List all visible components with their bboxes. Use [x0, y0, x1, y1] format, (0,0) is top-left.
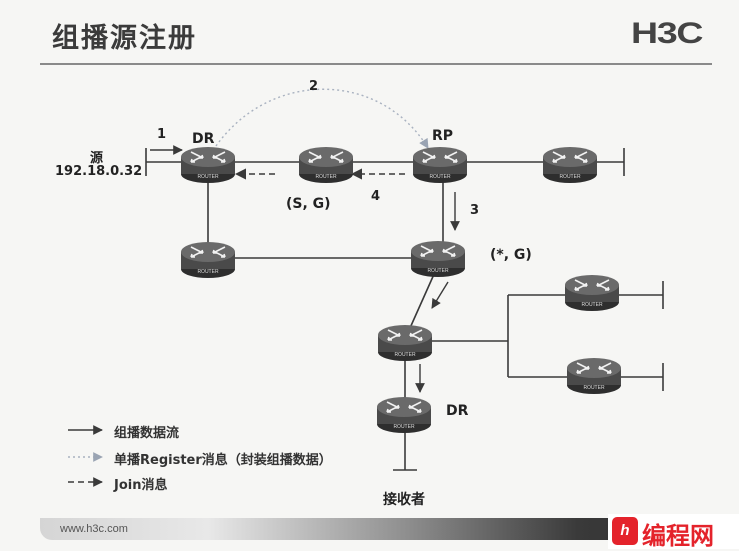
step-1-label: 1 [157, 127, 167, 142]
router-center [410, 240, 466, 278]
router-dr-source [180, 146, 236, 184]
flow-arrow-down-1 [431, 281, 449, 309]
slide-title: 组播源注册 [52, 23, 197, 54]
step-4-label: 4 [371, 189, 381, 204]
legend-register: 单播Register消息（封装组播数据） [114, 453, 332, 468]
watermark-logo-icon: h [612, 517, 638, 545]
router-branch [377, 324, 433, 362]
dr-receiver-label: DR [446, 403, 469, 419]
sg-label: (S, G) [286, 196, 331, 212]
register-path [215, 88, 429, 149]
source-ip: 192.18.0.32 [55, 164, 143, 179]
router-leaf-upper [564, 274, 620, 312]
step-2-label: 2 [309, 79, 319, 94]
h3c-logo: H3C [631, 17, 704, 50]
router-mid [298, 146, 354, 184]
watermark: h 编程网 [608, 514, 739, 550]
watermark-text: 编程网 [642, 522, 714, 550]
source-label: 源 [90, 151, 104, 166]
router-dr-receiver [376, 396, 432, 434]
star-g-label: (*, G) [490, 247, 532, 263]
legend-join: Join消息 [114, 478, 168, 493]
legend-multicast-flow: 组播数据流 [114, 426, 180, 441]
router-lower-left [180, 241, 236, 279]
router-leaf-lower [566, 357, 622, 395]
step-3-label: 3 [470, 203, 480, 218]
title-divider [40, 63, 712, 65]
router-rp [412, 146, 468, 184]
router-right [542, 146, 598, 184]
receiver-label: 接收者 [383, 492, 425, 508]
rp-label: RP [432, 128, 454, 144]
dr-source-label: DR [192, 131, 215, 147]
footer-band [40, 518, 712, 540]
footer-url: www.h3c.com [60, 523, 128, 535]
